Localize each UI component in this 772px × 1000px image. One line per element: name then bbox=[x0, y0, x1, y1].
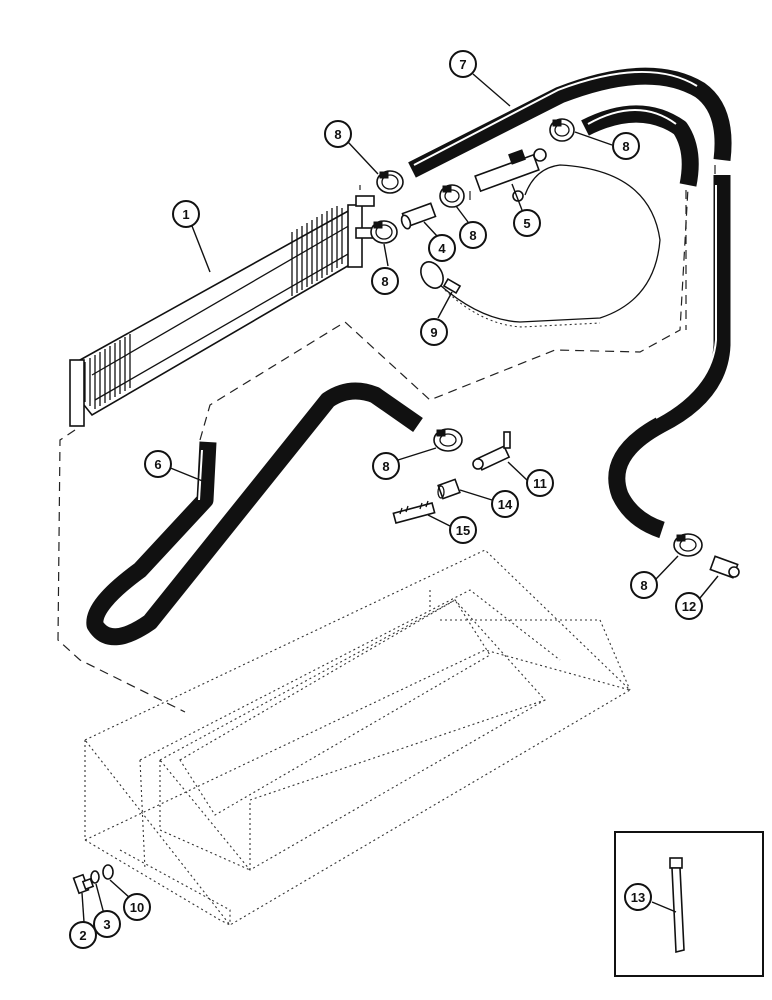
callout-label: 14 bbox=[498, 497, 513, 512]
heater-housing bbox=[84, 549, 631, 926]
callout-label: 5 bbox=[523, 216, 530, 231]
callout-label: 6 bbox=[154, 457, 161, 472]
cable-tie bbox=[669, 857, 685, 954]
callout-label: 3 bbox=[103, 917, 110, 932]
callout-3: 3 bbox=[93, 910, 121, 938]
inset-box bbox=[614, 831, 764, 977]
callout-label: 8 bbox=[622, 139, 629, 154]
screw bbox=[72, 873, 95, 895]
hose-right-long bbox=[608, 175, 731, 539]
callout-label: 8 bbox=[334, 127, 341, 142]
callout-label: 4 bbox=[438, 241, 446, 256]
lock-washer bbox=[90, 870, 100, 884]
hose-clamp-e bbox=[433, 428, 463, 452]
callout-8-lower-center: 8 bbox=[372, 452, 400, 480]
callout-label: 2 bbox=[79, 928, 86, 943]
bushing bbox=[437, 478, 461, 500]
hose-upper-short bbox=[581, 105, 699, 187]
callout-label: 8 bbox=[640, 578, 647, 593]
dashed-routing-lines bbox=[57, 165, 716, 713]
connector-tube bbox=[400, 202, 437, 230]
core-fins-left bbox=[84, 334, 131, 409]
callout-8-top-left: 8 bbox=[324, 120, 352, 148]
tee-fitting bbox=[472, 431, 511, 471]
hose-clamp-d bbox=[549, 118, 575, 142]
callout-7: 7 bbox=[449, 50, 477, 78]
callout-label: 8 bbox=[382, 459, 389, 474]
callout-13: 13 bbox=[624, 883, 652, 911]
callout-label: 1 bbox=[182, 207, 189, 222]
callout-8-right: 8 bbox=[630, 571, 658, 599]
callout-14: 14 bbox=[491, 490, 519, 518]
hose-clamp-c bbox=[439, 184, 465, 208]
callout-label: 10 bbox=[130, 900, 144, 915]
heater-core bbox=[69, 195, 375, 427]
callout-12: 12 bbox=[675, 592, 703, 620]
callout-1: 1 bbox=[172, 200, 200, 228]
hose-clamp-a bbox=[376, 170, 404, 194]
callout-label: 7 bbox=[459, 57, 466, 72]
hose-6 bbox=[86, 382, 423, 646]
callout-6: 6 bbox=[144, 450, 172, 478]
callout-label: 8 bbox=[381, 274, 388, 289]
callout-9: 9 bbox=[420, 318, 448, 346]
callout-4: 4 bbox=[428, 234, 456, 262]
control-cable bbox=[420, 164, 661, 328]
callout-label: 15 bbox=[456, 523, 470, 538]
callout-11: 11 bbox=[526, 469, 554, 497]
hose-clamp-f bbox=[673, 533, 703, 557]
callout-2: 2 bbox=[69, 921, 97, 949]
callout-15: 15 bbox=[449, 516, 477, 544]
callout-8-center: 8 bbox=[459, 221, 487, 249]
hose-clamp-b bbox=[370, 220, 398, 244]
callout-label: 8 bbox=[469, 228, 476, 243]
callout-10: 10 bbox=[123, 893, 151, 921]
water-valve bbox=[474, 148, 547, 202]
pipe-nipple bbox=[392, 500, 436, 524]
callout-label: 12 bbox=[682, 599, 696, 614]
hose-7 bbox=[408, 67, 732, 178]
leader-lines bbox=[81, 73, 719, 923]
callout-8-mid-left: 8 bbox=[371, 267, 399, 295]
callout-label: 11 bbox=[533, 476, 547, 491]
flat-washer bbox=[102, 864, 114, 880]
callout-label: 9 bbox=[430, 325, 437, 340]
callout-8-top-right: 8 bbox=[612, 132, 640, 160]
elbow-fitting bbox=[709, 555, 740, 579]
core-fins-right bbox=[291, 206, 343, 296]
callout-label: 13 bbox=[631, 890, 645, 905]
callout-5: 5 bbox=[513, 209, 541, 237]
